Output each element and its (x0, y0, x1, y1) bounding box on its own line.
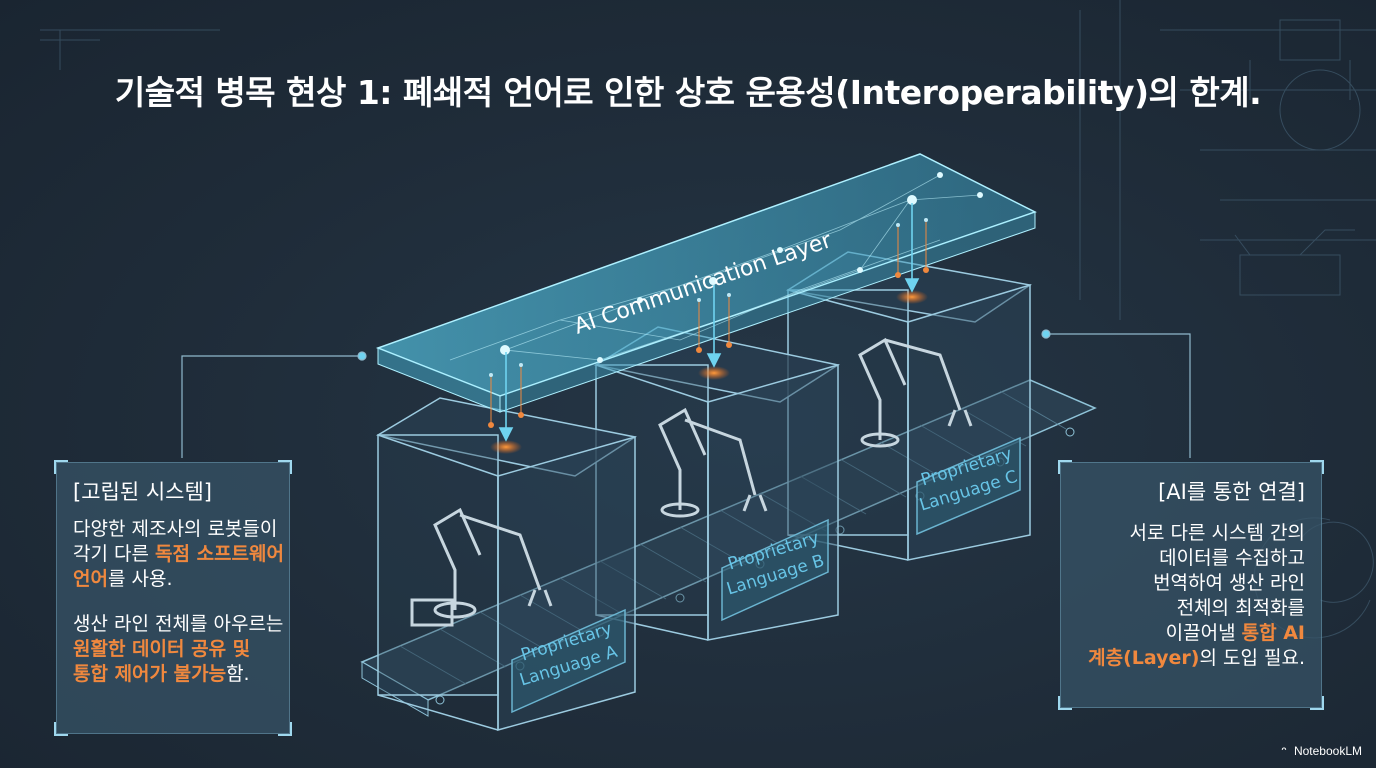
highlight-text: 통합 제어가 불가능 (73, 663, 227, 685)
highlight-text: 독점 소프트웨어 (155, 543, 284, 565)
ai-connection-panel: [AI를 통한 연결] 서로 다른 시스템 간의 데이터를 수집하고 번역하여 … (1058, 460, 1324, 710)
highlight-text: 계층(Layer) (1088, 647, 1200, 669)
highlight-text: 언어 (73, 568, 108, 590)
left-panel-line: 언어를 사용. (73, 567, 289, 592)
panel-corner-mark (278, 722, 292, 736)
right-panel-paragraph: 서로 다른 시스템 간의 데이터를 수집하고 번역하여 생산 라인 전체의 최적… (1061, 521, 1305, 671)
panel-corner-mark (1058, 460, 1072, 474)
left-panel-title: [고립된 시스템] (73, 480, 212, 504)
right-panel-text: 이끌어낼 (1165, 622, 1242, 644)
signal-glows (490, 290, 928, 454)
panel-corner-mark (54, 460, 68, 474)
right-panel-text: 의 도입 필요. (1199, 647, 1305, 669)
right-panel-line: 데이터를 수집하고 (1159, 547, 1305, 569)
right-panel-line: 번역하여 생산 라인 (1153, 572, 1305, 594)
connector-arrows (498, 203, 920, 442)
right-panel-line: 이끌어낼 통합 AI (1061, 621, 1305, 646)
panel-corner-mark (278, 460, 292, 474)
right-panel-line: 서로 다른 시스템 간의 (1129, 522, 1305, 544)
left-panel-line: 다양한 제조사의 로봇들이 (73, 518, 278, 540)
highlight-text: 통합 AI (1241, 622, 1305, 644)
brand-name: NotebookLM (1293, 744, 1362, 758)
panel-corner-mark (1310, 696, 1324, 710)
left-panel-paragraph-2: 생산 라인 전체를 아우르는 원활한 데이터 공유 및 통합 제어가 불가능함. (73, 612, 289, 687)
robot-arm-c (858, 337, 973, 448)
slide-title: 기술적 병목 현상 1: 폐쇄적 언어로 인한 상호 운용성(Interoper… (114, 73, 1262, 112)
robot-arm-a (410, 507, 553, 627)
isolated-system-panel: [고립된 시스템] 다양한 제조사의 로봇들이 각기 다른 독점 소프트웨어 언… (54, 460, 292, 736)
left-panel-text: 함. (226, 663, 250, 685)
left-panel-text: 각기 다른 (73, 543, 155, 565)
brand-watermark: ᵔ NotebookLM (1277, 744, 1362, 758)
callout-lines (181, 329, 1191, 458)
panel-corner-mark (1058, 696, 1072, 710)
right-panel-line: 계층(Layer)의 도입 필요. (1061, 646, 1305, 671)
notebooklm-logo-icon: ᵔ (1281, 744, 1287, 758)
panel-corner-mark (1310, 460, 1324, 474)
orange-pins (488, 218, 929, 428)
highlight-text: 원활한 데이터 공유 및 (73, 638, 251, 660)
left-panel-line: 통합 제어가 불가능함. (73, 662, 289, 687)
panel-corner-mark (54, 722, 68, 736)
left-panel-line: 생산 라인 전체를 아우르는 (73, 613, 284, 635)
left-panel-paragraph-1: 다양한 제조사의 로봇들이 각기 다른 독점 소프트웨어 언어를 사용. (73, 517, 289, 592)
left-panel-line: 각기 다른 독점 소프트웨어 (73, 542, 289, 567)
robot-arm-b (658, 407, 768, 518)
right-panel-line: 전체의 최적화를 (1176, 597, 1305, 619)
left-panel-text: 를 사용. (107, 568, 173, 590)
ai-communication-layer: AI Communication Layer (375, 153, 1037, 413)
right-panel-title: [AI를 통한 연결] (1158, 480, 1305, 504)
